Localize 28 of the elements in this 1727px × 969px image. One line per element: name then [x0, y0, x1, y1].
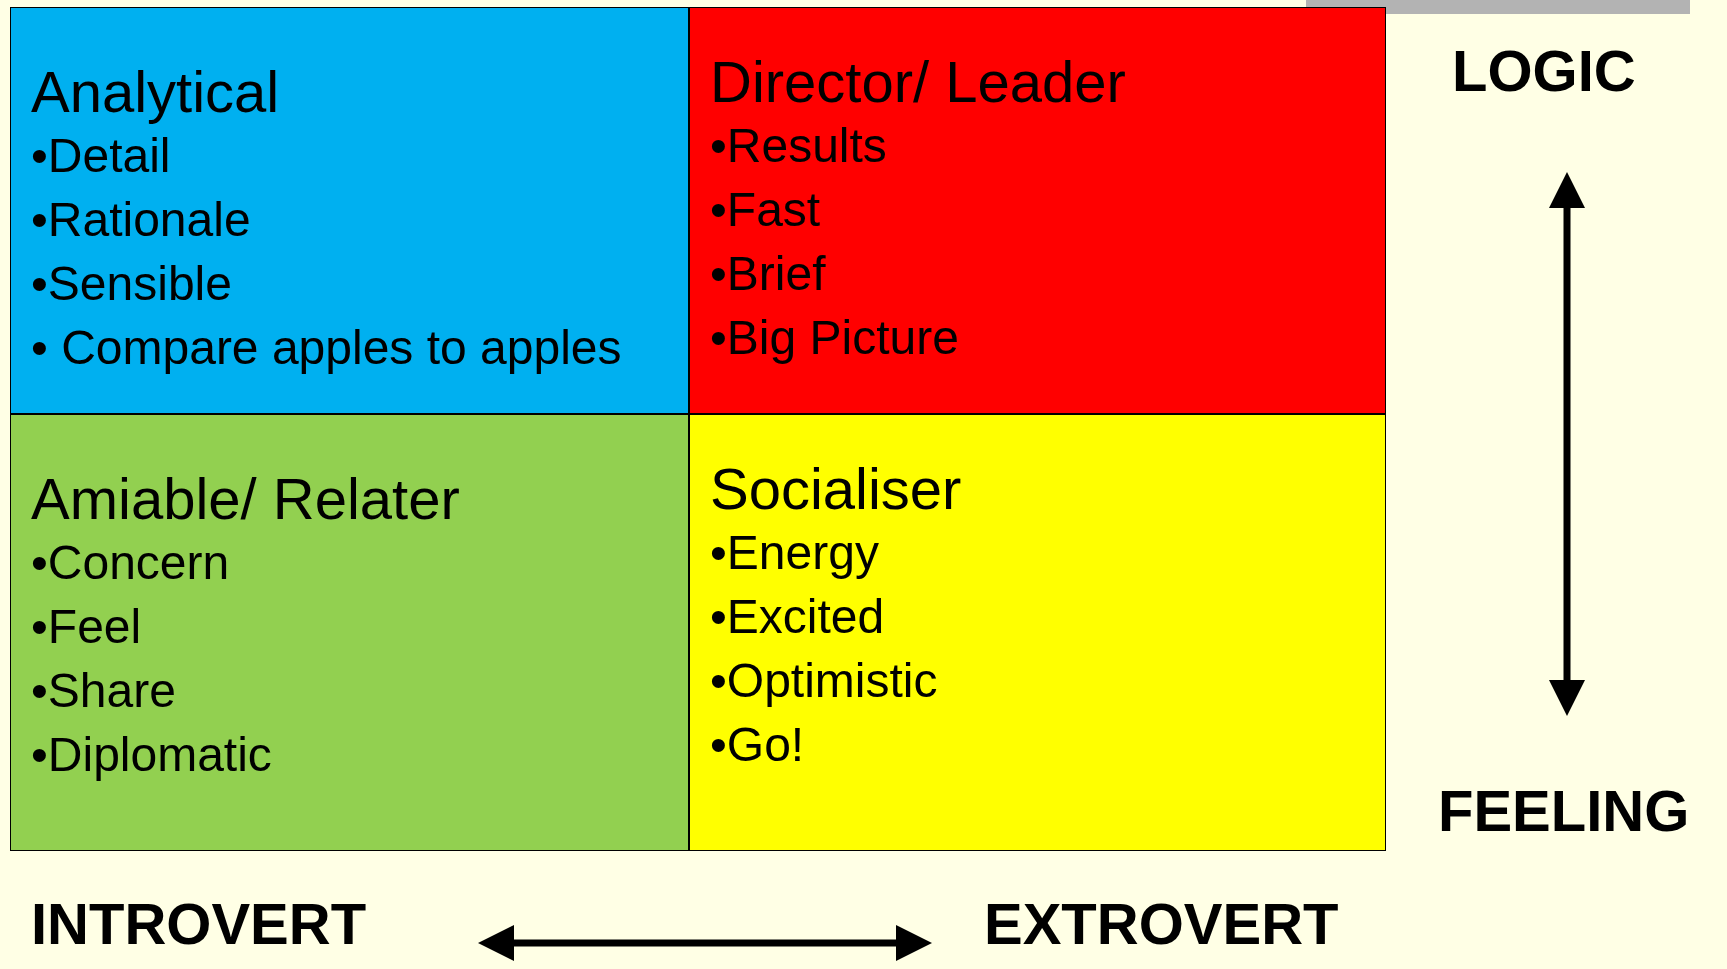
quadrant-panel: [689, 7, 1386, 414]
bullet-item: •Rationale: [31, 192, 251, 248]
quadrant-panel: [10, 7, 689, 414]
bullet-item: •Diplomatic: [31, 727, 272, 783]
bullet-item: • Compare apples to apples: [31, 320, 622, 376]
axis-label: EXTROVERT: [984, 895, 1339, 953]
quadrant-heading: Analytical: [31, 60, 280, 124]
quadrant-heading: Director/ Leader: [710, 50, 1126, 114]
bullet-item: •Go!: [710, 717, 805, 773]
bullet-item: •Share: [31, 663, 176, 719]
bullet-item: •Results: [710, 118, 887, 174]
axis-label: INTROVERT: [31, 895, 367, 953]
bullet-item: •Detail: [31, 128, 171, 184]
bullet-item: •Concern: [31, 535, 230, 591]
bullet-item: •Fast: [710, 182, 821, 238]
quadrant-panel: [689, 414, 1386, 851]
bullet-item: •Brief: [710, 246, 826, 302]
bullet-item: •Optimistic: [710, 653, 938, 709]
quadrant-heading: Amiable/ Relater: [31, 467, 460, 531]
bullet-item: •Big Picture: [710, 310, 959, 366]
axis-label: LOGIC: [1452, 42, 1636, 100]
bullet-item: •Feel: [31, 599, 142, 655]
bullet-item: •Excited: [710, 589, 885, 645]
axis-label: FEELING: [1438, 782, 1690, 840]
bullet-item: •Energy: [710, 525, 879, 581]
quadrant-panel: [10, 414, 689, 851]
quadrant-heading: Socialiser: [710, 457, 962, 521]
bullet-item: •Sensible: [31, 256, 232, 312]
